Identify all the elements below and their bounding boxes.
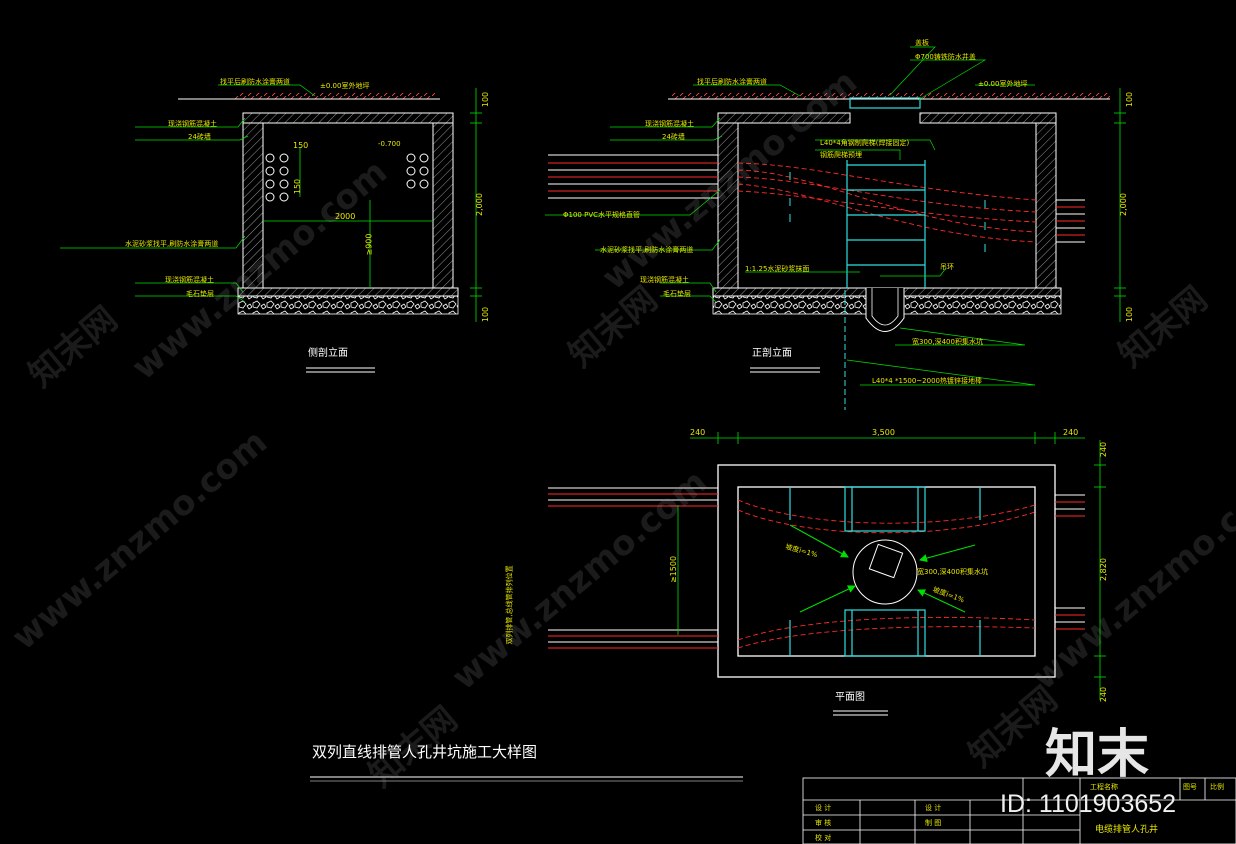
- plan-dim-left-wall: 240: [690, 428, 706, 437]
- title-block-cell: 设 计: [815, 804, 832, 812]
- side-dim-height: 2,000: [474, 193, 484, 216]
- front-label-angle: L40*4角钢制爬梯(焊接固定): [820, 139, 910, 147]
- front-top-slab-right: [919, 112, 1057, 124]
- plan-label-sump: 宽300,深400积集水坑: [917, 568, 988, 576]
- plan-cables: [737, 499, 1036, 649]
- image-id: ID: 1101903652: [1000, 790, 1177, 818]
- plan-view: [548, 432, 1106, 716]
- title-block-project: 电缆排管人孔井: [1095, 825, 1159, 835]
- side-leaders: [60, 84, 316, 303]
- plan-inner-wall: [737, 486, 1036, 657]
- front-leaders: [545, 46, 1036, 386]
- title-block-cell: 制 图: [925, 819, 942, 827]
- side-right-wall: [432, 122, 454, 289]
- title-block: [802, 777, 1236, 844]
- side-label-level: ±0.00室外地坪: [320, 82, 370, 90]
- znzmo-logo: 知末: [1045, 725, 1150, 785]
- front-label-gravel: 毛石垫层: [663, 290, 691, 298]
- front-label-ground-rod: L40*4 *1500~2000热镀锌接地棒: [872, 377, 982, 385]
- front-dim-top: 100: [1125, 91, 1135, 108]
- front-label-pvc: Φ100 PVC水平规格直管: [563, 211, 640, 219]
- manhole-cover: [849, 97, 921, 109]
- plan-sump-circle: [852, 539, 918, 605]
- plan-dim-top-wall: 240: [1099, 441, 1109, 458]
- side-pipe-group-left: [265, 153, 289, 202]
- plan-dim-spacing: ≥1500: [669, 555, 679, 584]
- side-label-base-slab: 现浇钢筋混凝土: [165, 276, 214, 284]
- side-dim-150b: 150: [293, 178, 303, 195]
- side-dim-150a: 150: [293, 141, 309, 150]
- plan-pipes-left: [548, 487, 718, 649]
- front-dim-bottom: 100: [1125, 306, 1135, 323]
- front-label-cover: Φ700铸铁防水井盖: [915, 53, 976, 61]
- front-label-sump: 宽300,深400积集水坑: [912, 338, 983, 346]
- front-label-ladder: 钢筋爬梯预埋: [820, 151, 862, 159]
- plan-dim-inner-h: 2,820: [1098, 558, 1108, 581]
- plan-dim-bottom-wall: 240: [1099, 686, 1109, 703]
- plan-sump-square: [868, 543, 904, 579]
- front-pipes-left: [548, 154, 718, 199]
- front-top-slab-left: [717, 112, 851, 124]
- front-label-plaster: 水泥砂浆找平,刷防水涂膏两道: [600, 246, 694, 254]
- front-right-wall: [1035, 122, 1057, 289]
- front-cable-brackets: [789, 172, 986, 252]
- title-block-cell: 图号: [1183, 783, 1197, 791]
- front-ground-hatch: [670, 93, 1110, 99]
- side-label-top-layer: 找平后刷防水涂膏两道: [220, 78, 290, 86]
- side-dim-bottom: 100: [481, 306, 491, 323]
- plan-slope-arrows: [789, 524, 976, 613]
- front-label-wall: 24砖墙: [662, 133, 685, 141]
- plan-dim-inner: 3,500: [872, 428, 895, 437]
- plan-dim-right-wall: 240: [1063, 428, 1079, 437]
- title-block-cell: 校 对: [815, 834, 832, 842]
- front-dim-height: 2,000: [1118, 193, 1128, 216]
- side-pipe-group-right: [406, 153, 429, 189]
- plan-label-side-note: 双列排管,总线管排列位置: [505, 565, 514, 645]
- side-label-plaster: 水泥砂浆找平,刷防水涂膏两道: [125, 240, 219, 248]
- front-pipes-right: [1056, 199, 1085, 243]
- side-base-slab: [237, 287, 459, 297]
- side-label-gravel: 毛石垫层: [186, 290, 214, 298]
- main-title: 双列直线排管人孔井坑施工大样图: [312, 743, 538, 761]
- title-block-cell: 工程名称: [1090, 783, 1118, 791]
- front-section: [545, 46, 1126, 410]
- plan-view-title: 平面图: [835, 692, 865, 703]
- plan-pipes-right: [1055, 494, 1085, 630]
- front-label-slab: 现浇钢筋混凝土: [645, 120, 694, 128]
- plan-outer-wall: [717, 464, 1056, 678]
- front-view-title: 正剖立面: [752, 348, 792, 359]
- side-label-slab: 现浇钢筋混凝土: [168, 120, 217, 128]
- side-top-slab: [242, 112, 454, 124]
- side-dim-width: 2000: [335, 212, 356, 221]
- side-gravel: [237, 295, 459, 315]
- front-label-cover-note: 盖板: [915, 39, 929, 47]
- front-label-mortar: 1:1.25水泥砂浆抹面: [745, 265, 810, 273]
- front-cables: [737, 162, 1037, 243]
- title-block-cell: 审 核: [815, 819, 832, 827]
- side-label-wall: 24砖墙: [188, 133, 211, 141]
- plan-ladders: [789, 486, 981, 657]
- front-ladder: [846, 160, 926, 288]
- side-dim-depth: ≥900: [364, 233, 374, 256]
- title-block-cell: 比例: [1210, 783, 1224, 791]
- side-label-pipe-depth: -0.700: [378, 140, 401, 148]
- side-view-title: 侧剖立面: [308, 348, 348, 359]
- side-section: [60, 84, 482, 373]
- front-label-level: ±0.00室外地坪: [978, 80, 1028, 88]
- front-label-base-slab: 现浇钢筋混凝土: [640, 276, 689, 284]
- title-block-cell: 设 计: [925, 804, 942, 812]
- side-ground-hatch: [235, 93, 435, 99]
- front-label-top-layer: 找平后刷防水涂膏两道: [697, 78, 767, 86]
- front-label-hook: 吊环: [940, 263, 954, 271]
- plan-dims: [677, 432, 1106, 700]
- side-dim-top: 100: [481, 91, 491, 108]
